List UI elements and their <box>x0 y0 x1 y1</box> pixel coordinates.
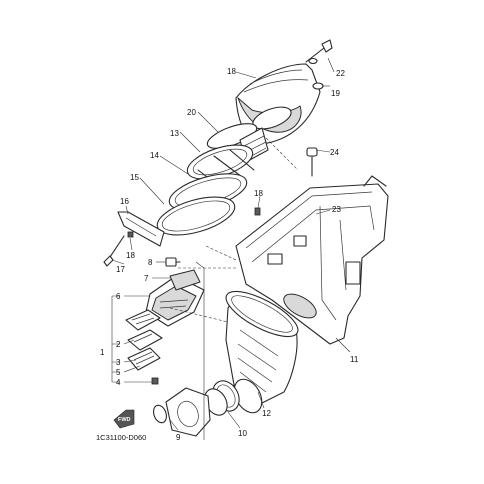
callout-19: 18 <box>227 67 236 76</box>
part-screw-4 <box>151 377 159 385</box>
callout-13: 13 <box>170 129 179 138</box>
part-ring-15 <box>156 196 236 236</box>
callout-1: 1 <box>100 348 105 357</box>
callout-14: 14 <box>150 151 159 160</box>
part-reed-stopper-3 <box>127 329 163 351</box>
callout-24: 24 <box>330 148 339 157</box>
callout-5: 5 <box>116 368 121 377</box>
leader-lines <box>111 57 351 431</box>
part-reed-7 <box>169 269 201 291</box>
callout-labels: 18 22 19 20 13 14 15 24 18 23 16 18 17 8… <box>100 67 359 442</box>
part-carb-joint <box>153 387 211 437</box>
callout-17: 17 <box>116 265 125 274</box>
part-reed-petal-5 <box>127 347 161 371</box>
callout-12: 12 <box>262 409 271 418</box>
part-air-filter-case <box>235 175 389 345</box>
callout-2: 2 <box>116 340 121 349</box>
callout-8: 8 <box>148 258 153 267</box>
part-bolt-8 <box>165 257 181 267</box>
part-reed-petal-2 <box>125 309 161 331</box>
callout-6: 6 <box>116 292 121 301</box>
part-wing-bolt <box>305 39 333 65</box>
callout-15: 15 <box>130 173 139 182</box>
part-screw-17 <box>103 235 125 267</box>
fwd-arrow-icon: FWD <box>113 409 135 429</box>
part-side-cover <box>117 211 165 247</box>
part-joint-clamp <box>204 380 240 416</box>
callout-9: 9 <box>176 433 181 442</box>
part-screw-24 <box>306 147 318 177</box>
callout-18-upper: 18 <box>254 189 263 198</box>
callout-10: 10 <box>238 429 247 438</box>
part-air-filter-element <box>235 63 321 145</box>
callout-20: 19 <box>331 89 340 98</box>
callout-7: 7 <box>144 274 149 283</box>
part-washer <box>312 82 324 90</box>
callout-16: 16 <box>120 197 129 206</box>
diagram-code: 1C31100-D060 <box>96 433 146 442</box>
callout-11: 11 <box>350 355 359 364</box>
part-clip-18-upper <box>254 207 261 216</box>
bracket-ticks <box>112 295 120 383</box>
callout-23: 23 <box>332 205 341 214</box>
callout-18-lower: 18 <box>126 251 135 260</box>
fwd-label: FWD <box>118 417 131 423</box>
callout-22: 20 <box>187 108 196 117</box>
callout-3: 3 <box>116 358 121 367</box>
callout-21: 22 <box>336 69 345 78</box>
callout-4: 4 <box>116 378 121 387</box>
